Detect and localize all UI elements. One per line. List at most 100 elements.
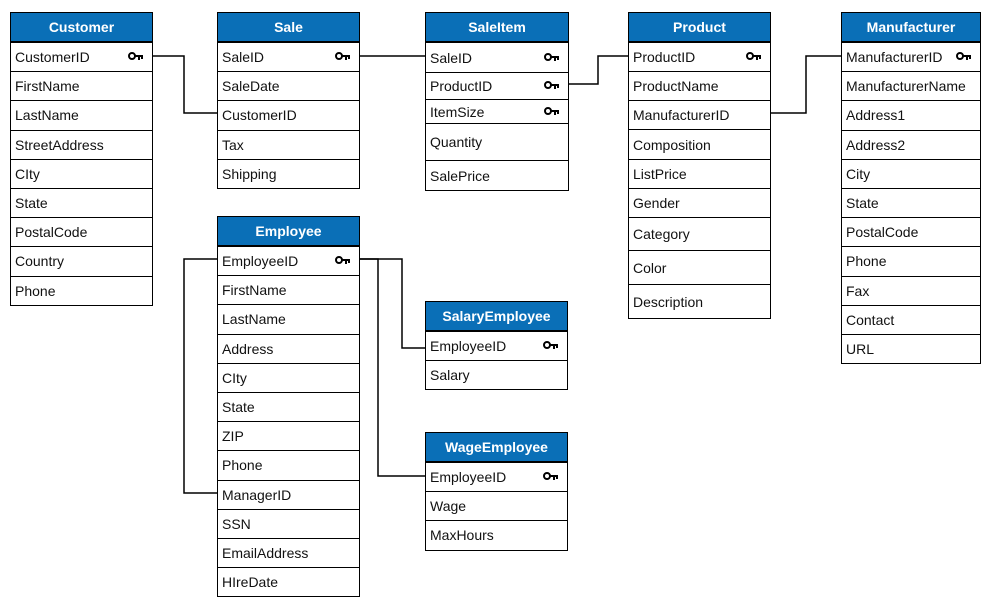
field-name: Address1 [846, 107, 906, 124]
line-customer-sale [152, 55, 218, 114]
field-name: LastName [222, 311, 286, 328]
field-name: Description [633, 293, 704, 310]
field-name: SalePrice [430, 167, 490, 184]
field-row: EmployeeID [218, 246, 359, 275]
field-name: ProductID [633, 49, 696, 65]
field-name: ManufacturerID [633, 107, 730, 123]
field-name: MaxHours [430, 527, 494, 544]
field-name: CustomerID [15, 49, 90, 66]
field-row: State [11, 187, 152, 217]
line-employee-wageemployee [360, 258, 425, 477]
field-row: Quantity [426, 123, 568, 160]
field-name: CIty [15, 165, 40, 182]
key-icon [956, 52, 971, 61]
field-row: CustomerID [218, 100, 359, 129]
field-row: Country [11, 246, 152, 275]
field-row: Address1 [842, 100, 980, 129]
field-row: Shipping [218, 158, 359, 188]
field-row: FirstName [11, 71, 152, 100]
field-name: StreetAddress [15, 136, 104, 153]
field-row: SaleID [218, 42, 359, 71]
field-row: CustomerID [11, 42, 152, 71]
entity-title: Employee [218, 217, 359, 246]
field-row: Address [218, 333, 359, 363]
field-name: Tax [222, 136, 244, 153]
field-name: EmployeeID [430, 469, 507, 486]
field-row: CIty [218, 362, 359, 392]
field-row: CIty [11, 158, 152, 188]
entity-title: WageEmployee [426, 433, 567, 462]
field-row: LastName [218, 304, 359, 333]
field-name: URL [846, 340, 875, 357]
field-name: ManufacturerName [846, 78, 966, 95]
field-row: Phone [218, 450, 359, 479]
field-row: Salary [426, 360, 567, 389]
field-row: ItemSize [426, 99, 568, 123]
field-row: FirstName [218, 275, 359, 304]
field-name: EmployeeID [430, 338, 507, 355]
line-product-manufacturer [770, 55, 841, 114]
field-row: SaleID [426, 42, 568, 72]
entity-title: SaleItem [426, 13, 568, 42]
field-name: Gender [633, 195, 680, 211]
field-name: SaleID [222, 49, 265, 66]
entity-title: Product [629, 13, 770, 42]
entity-title: SalaryEmployee [426, 302, 567, 331]
field-name: Phone [222, 457, 263, 474]
field-row: State [218, 391, 359, 421]
key-icon [543, 472, 558, 481]
field-name: Quantity [430, 134, 483, 150]
field-name: EmailAddress [222, 544, 309, 561]
key-icon [335, 256, 350, 265]
field-name: Shipping [222, 165, 277, 182]
field-name: CustomerID [222, 107, 297, 124]
field-row: PostalCode [842, 217, 980, 246]
field-row: ManufacturerID [842, 42, 980, 71]
field-name: State [15, 195, 48, 212]
line-employee-salaryemployee [360, 258, 425, 349]
field-row: City [842, 158, 980, 188]
field-row: ManagerID [218, 479, 359, 509]
field-name: HIreDate [222, 574, 279, 591]
field-row: Fax [842, 275, 980, 305]
field-row: SaleDate [218, 71, 359, 100]
key-icon [128, 52, 143, 61]
field-row: Category [629, 217, 770, 250]
entity-title: Manufacturer [842, 13, 980, 42]
field-name: Phone [15, 282, 56, 299]
entity-title: Sale [218, 13, 359, 42]
entity-title: Customer [11, 13, 152, 42]
field-name: ListPrice [633, 166, 687, 182]
field-name: PostalCode [846, 224, 919, 241]
field-row: LastName [11, 100, 152, 129]
line-employee-manager [183, 258, 218, 494]
field-name: CIty [222, 369, 247, 386]
field-name: Salary [430, 367, 470, 384]
field-row: Contact [842, 304, 980, 334]
field-name: ProductName [633, 78, 719, 94]
field-name: Fax [846, 282, 870, 299]
field-name: Address [222, 340, 274, 357]
field-name: Phone [846, 253, 887, 270]
key-icon [746, 52, 761, 60]
field-row: ProductID [629, 42, 770, 71]
field-name: SaleDate [222, 78, 280, 95]
field-name: State [222, 399, 255, 416]
field-name: SaleID [430, 49, 473, 66]
field-row: PostalCode [11, 217, 152, 246]
field-name: FirstName [15, 78, 80, 95]
field-row: ManufacturerName [842, 71, 980, 100]
field-row: ProductName [629, 71, 770, 100]
field-row: EmployeeID [426, 331, 567, 360]
field-name: ManagerID [222, 486, 292, 503]
field-name: Category [633, 226, 690, 242]
key-icon [544, 106, 559, 115]
field-name: ZIP [222, 428, 244, 445]
field-name: PostalCode [15, 224, 88, 241]
